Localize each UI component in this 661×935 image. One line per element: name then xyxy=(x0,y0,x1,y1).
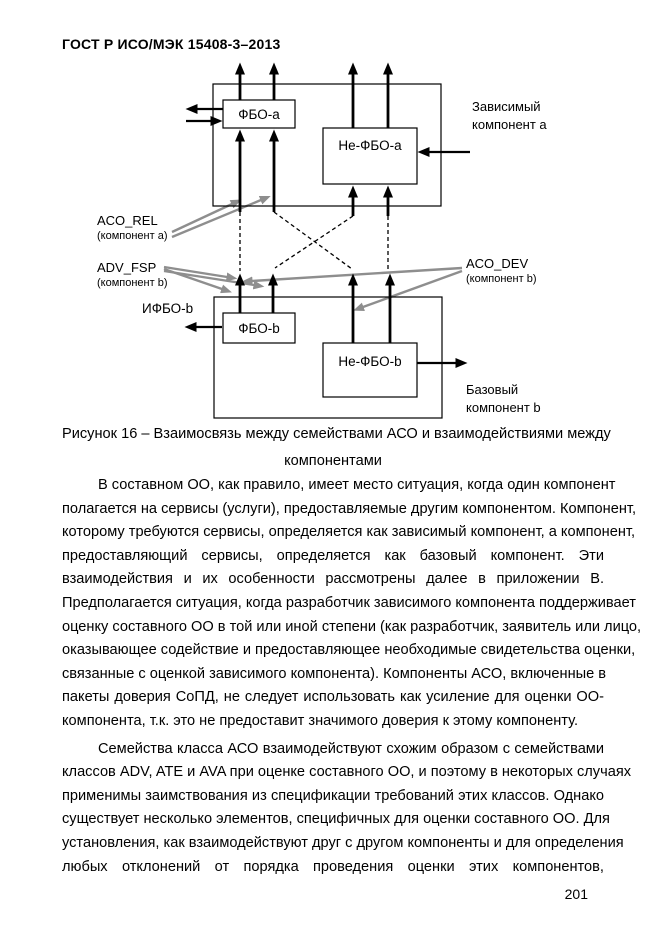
dependent-component-box xyxy=(212,83,442,207)
text-line: применимы заимствования из спецификации … xyxy=(62,787,604,804)
text-line: предоставляющий сервисы, определяется ка… xyxy=(62,547,604,564)
dependent-component-label-line1: Зависимый xyxy=(472,99,541,114)
figure-caption: Рисунок 16 – Взаимосвязь между семейства… xyxy=(62,421,611,475)
text-line: существует несколько элементов, специфич… xyxy=(62,811,610,828)
aco-rel-arrow-1 xyxy=(171,199,242,234)
aco-rel-label: ACO_REL xyxy=(97,213,158,228)
family-pointer-arrows xyxy=(163,195,463,312)
text-line: классов ADV, ATE и AVA при оценке состав… xyxy=(62,764,632,781)
base-component-box xyxy=(213,296,443,419)
ne-fbo-a-label: Не-ФБО-a xyxy=(338,138,402,153)
aco-dev-arrow-long xyxy=(241,266,463,286)
text-line: установления, как взаимодействуют друг с… xyxy=(62,834,624,851)
dependent-component-label-line2: компонент a xyxy=(472,117,547,132)
text-line: Семейства класса АСО взаимодействуют схо… xyxy=(98,740,604,757)
paragraph-1: В составном ОО, как правило, имеет место… xyxy=(62,474,642,734)
text-line: полагается на сервисы (услуги), предоста… xyxy=(62,500,637,517)
adv-fsp-sublabel: (компонент b) xyxy=(97,277,168,289)
text-line: связанные с оценкой зависимого компонент… xyxy=(62,665,607,682)
aco-dev-arrow-diagonal xyxy=(353,269,463,312)
base-component-label-line1: Базовый xyxy=(466,382,518,397)
text-line: оказывающее содействие и предоставляющее… xyxy=(62,642,636,659)
ifbo-b-label: ИФБО-b xyxy=(142,301,193,316)
figure-16-diagram: ФБО-a Не-ФБО-a ФБО-b Не-ФБО-b Зависимый … xyxy=(97,62,547,419)
text-line: пакеты доверия СоПД, не следует использо… xyxy=(62,689,604,706)
text-line: оценку составного ОО в той или иной степ… xyxy=(62,618,642,635)
ne-fbo-b-label: Не-ФБО-b xyxy=(338,354,401,369)
base-component-label-line2: компонент b xyxy=(466,400,541,415)
adv-fsp-arrow-1 xyxy=(163,265,238,282)
text-line: компонента, т.к. это не предоставит знач… xyxy=(62,712,579,729)
body-text: В составном ОО, как правило, имеет место… xyxy=(62,474,642,880)
interface-arrows xyxy=(184,62,470,368)
aco-rel-sublabel: (компонент a) xyxy=(97,230,168,242)
fbo-b-label: ФБО-b xyxy=(238,321,279,336)
fbo-a-label: ФБО-a xyxy=(238,107,280,122)
text-line: которому требуются сервисы, определяется… xyxy=(62,524,636,541)
dashed-interaction-lines xyxy=(239,211,389,271)
text-line: взаимодействия и их особенности рассмотр… xyxy=(62,571,604,588)
aco-dev-label: ACO_DEV xyxy=(466,256,528,271)
text-line: любых отклонений от порядка проведения о… xyxy=(62,858,604,875)
component-boxes xyxy=(212,83,443,419)
document-header: ГОСТ Р ИСО/МЭК 15408-3–2013 xyxy=(62,36,281,52)
fbo-a-box xyxy=(222,99,296,129)
text-line: Предполагается ситуация, когда разработч… xyxy=(62,594,636,611)
text-line: В составном ОО, как правило, имеет место… xyxy=(98,477,616,493)
paragraph-2: Семейства класса АСО взаимодействуют схо… xyxy=(62,738,632,880)
ne-fbo-b-box xyxy=(322,342,418,398)
fbo-b-box xyxy=(222,312,296,344)
text-line: Рисунок 16 – Взаимосвязь между семейства… xyxy=(62,426,611,442)
adv-fsp-label: ADV_FSP xyxy=(97,260,156,275)
text-line: компонентами xyxy=(284,453,382,469)
page-number: 201 xyxy=(564,886,588,902)
aco-dev-sublabel: (компонент b) xyxy=(466,273,537,285)
ne-fbo-a-box xyxy=(322,127,418,185)
